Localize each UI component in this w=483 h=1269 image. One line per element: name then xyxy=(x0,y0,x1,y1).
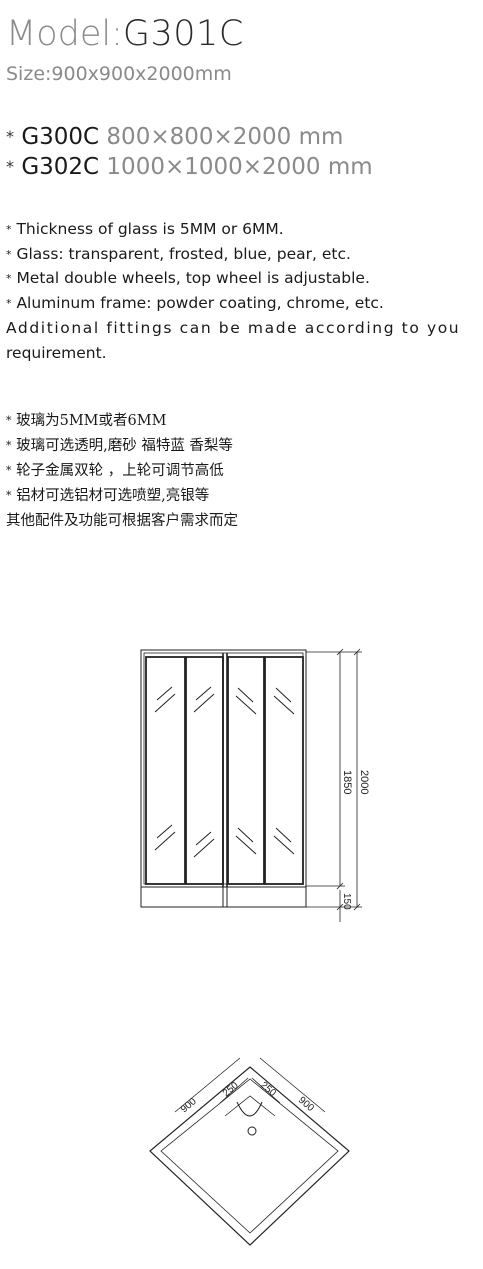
bullet-star: * xyxy=(6,248,12,261)
dim-door-left-label: 250 xyxy=(221,1080,241,1099)
spec-cn-item: * 轮子金属双轮 ，上轮可调节高低 xyxy=(6,461,224,482)
glass-panel xyxy=(227,656,265,885)
front-elevation-drawing xyxy=(140,648,362,922)
variant-size: 800×800×2000 mm xyxy=(106,124,344,150)
model-prefix: Model: xyxy=(6,14,123,54)
bullet-star: * xyxy=(6,464,12,477)
model-title: Model:G301C xyxy=(6,14,244,54)
variant-size: 1000×1000×2000 mm xyxy=(106,154,373,180)
bullet-star: * xyxy=(6,272,12,285)
spec-text: Thickness of glass is 5MM or 6MM. xyxy=(16,220,284,238)
spec-item: * Aluminum frame: powder coating, chrome… xyxy=(6,293,384,315)
additional-cn-text: 其他配件及功能可根据客户需求而定 xyxy=(6,513,238,529)
additional-text-line1: Additional fittings can be made accordin… xyxy=(6,319,461,337)
bullet-star: * xyxy=(6,489,12,502)
spec-cn-item: * 玻璃为5MM或者6MM xyxy=(6,411,166,432)
dim-door-right-label: 250 xyxy=(258,1080,278,1099)
variant-item: * G302C 1000×1000×2000 mm xyxy=(6,153,373,183)
spec-item: * Glass: transparent, frosted, blue, pea… xyxy=(6,244,351,266)
model-code: G301C xyxy=(122,14,244,54)
glass-panel xyxy=(264,656,304,885)
bullet-star: * xyxy=(6,157,14,176)
dim-base-label: 150 xyxy=(341,893,352,910)
bullet-star: * xyxy=(6,223,12,236)
spec-cn-text: 玻璃为5MM或者6MM xyxy=(16,413,167,429)
bullet-star: * xyxy=(6,127,14,146)
spec-cn-item: * 铝材可选铝材可选喷塑,亮银等 xyxy=(6,486,209,507)
spec-item: * Metal double wheels, top wheel is adju… xyxy=(6,268,370,290)
variant-code: G300C xyxy=(21,124,100,150)
spec-item: * Thickness of glass is 5MM or 6MM. xyxy=(6,219,284,241)
bullet-star: * xyxy=(6,439,12,452)
dim-glass-label: 1850 xyxy=(341,770,353,794)
glass-panel xyxy=(145,656,186,885)
variant-item: * G300C 800×800×2000 mm xyxy=(6,123,343,153)
spec-cn-item: * 玻璃可选透明,磨砂 福特蓝 香梨等 xyxy=(6,436,233,457)
plan-view-drawing xyxy=(149,1057,350,1246)
spec-text: Aluminum frame: powder coating, chrome, … xyxy=(16,294,384,312)
tray-outline xyxy=(149,1066,350,1246)
spec-cn-text: 玻璃可选透明,磨砂 福特蓝 香梨等 xyxy=(16,438,233,454)
bullet-star: * xyxy=(6,297,12,310)
spec-text: Glass: transparent, frosted, blue, pear,… xyxy=(16,245,351,263)
spec-text: Metal double wheels, top wheel is adjust… xyxy=(16,269,370,287)
dim-total-label: 2000 xyxy=(358,770,370,794)
glass-panel xyxy=(185,656,224,885)
spec-cn-text: 铝材可选铝材可选喷塑,亮银等 xyxy=(16,488,210,504)
model-size: Size:900x900x2000mm xyxy=(6,63,232,85)
drain-icon xyxy=(247,1126,257,1136)
tray-inner xyxy=(160,1078,339,1234)
spec-cn-text: 轮子金属双轮 ，上轮可调节高低 xyxy=(16,463,224,479)
dim-side-right-label: 900 xyxy=(296,1095,316,1114)
variant-code: G302C xyxy=(21,154,100,180)
additional-text-line2: requirement. xyxy=(6,344,107,362)
bullet-star: * xyxy=(6,414,12,427)
